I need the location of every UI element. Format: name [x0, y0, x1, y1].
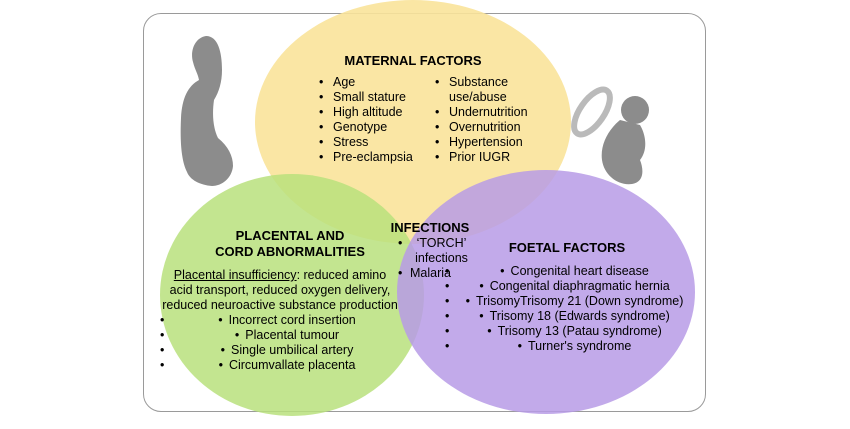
maternal-factors-title: MATERNAL FACTORS — [344, 53, 482, 68]
maternal-factor-item-2-4: Prior IUGR — [435, 150, 544, 165]
infections-title: INFECTIONS — [390, 220, 470, 235]
foetal-factor-item-2: •TrisomyTrisomy 21 (Down syndrome) — [445, 294, 690, 309]
foetal-factor-item-5: •Turner's syndrome — [445, 339, 690, 354]
maternal-factor-item-2-0: Substance use/abuse — [435, 75, 544, 105]
infections-list: • ‘TORCH’ infections •Malaria — [398, 236, 473, 281]
maternal-factor-item-4: Stress — [319, 135, 413, 150]
placental-insufficiency-text: Placental insufficiency: reduced amino a… — [160, 268, 400, 313]
maternal-factor-item-2-1: Undernutrition — [435, 105, 544, 120]
foetal-factors-list: •Congenital heart disease•Congenital dia… — [445, 264, 690, 354]
maternal-factor-item-2: High altitude — [319, 105, 413, 120]
placental-insufficiency-text-3: reduced neuroactive substance production — [162, 298, 398, 312]
maternal-factors-list-1: AgeSmall statureHigh altitudeGenotypeStr… — [319, 75, 413, 165]
foetal-factor-item-1: •Congenital diaphragmatic hernia — [445, 279, 690, 294]
foetal-factor-item-3: •Trisomy 18 (Edwards syndrome) — [445, 309, 690, 324]
infection-item-malaria: •Malaria — [398, 266, 451, 280]
placental-insufficiency-label: Placental insufficiency — [173, 268, 297, 282]
infection-item-torch: • ‘TORCH’ infections — [398, 236, 468, 265]
foetal-factors-title: FOETAL FACTORS — [508, 240, 626, 255]
maternal-factor-item-1: Small stature — [319, 90, 413, 105]
maternal-factors-list-2: Substance use/abuseUndernutritionOvernut… — [435, 75, 544, 165]
maternal-factor-item-5: Pre-eclampsia — [319, 150, 413, 165]
maternal-factor-item-3: Genotype — [319, 120, 413, 135]
placental-item-3: •Circumvallate placenta — [160, 358, 400, 373]
foetus-silhouette — [571, 86, 649, 185]
maternal-factor-item-2-3: Hypertension — [435, 135, 544, 150]
placental-items-list: •Incorrect cord insertion•Placental tumo… — [160, 313, 400, 373]
placental-item-0: •Incorrect cord insertion — [160, 313, 400, 328]
maternal-factor-item-0: Age — [319, 75, 413, 90]
foetal-factor-item-4: •Trisomy 13 (Patau syndrome) — [445, 324, 690, 339]
foetal-factor-item-0: •Congenital heart disease — [445, 264, 690, 279]
placental-title-line2: CORD ABNORMALITIES — [215, 244, 365, 259]
placental-item-2: •Single umbilical artery — [160, 343, 400, 358]
pregnant-woman-silhouette — [180, 36, 233, 186]
placental-insufficiency-text-2: acid transport, reduced oxygen delivery, — [169, 283, 391, 297]
placental-title: PLACENTAL AND CORD ABNORMALITIES — [205, 228, 375, 260]
placental-title-line1: PLACENTAL AND — [235, 228, 345, 243]
placental-item-1: •Placental tumour — [160, 328, 400, 343]
placental-insufficiency-text-1: : reduced amino — [296, 268, 387, 282]
maternal-factor-item-2-2: Overnutrition — [435, 120, 544, 135]
